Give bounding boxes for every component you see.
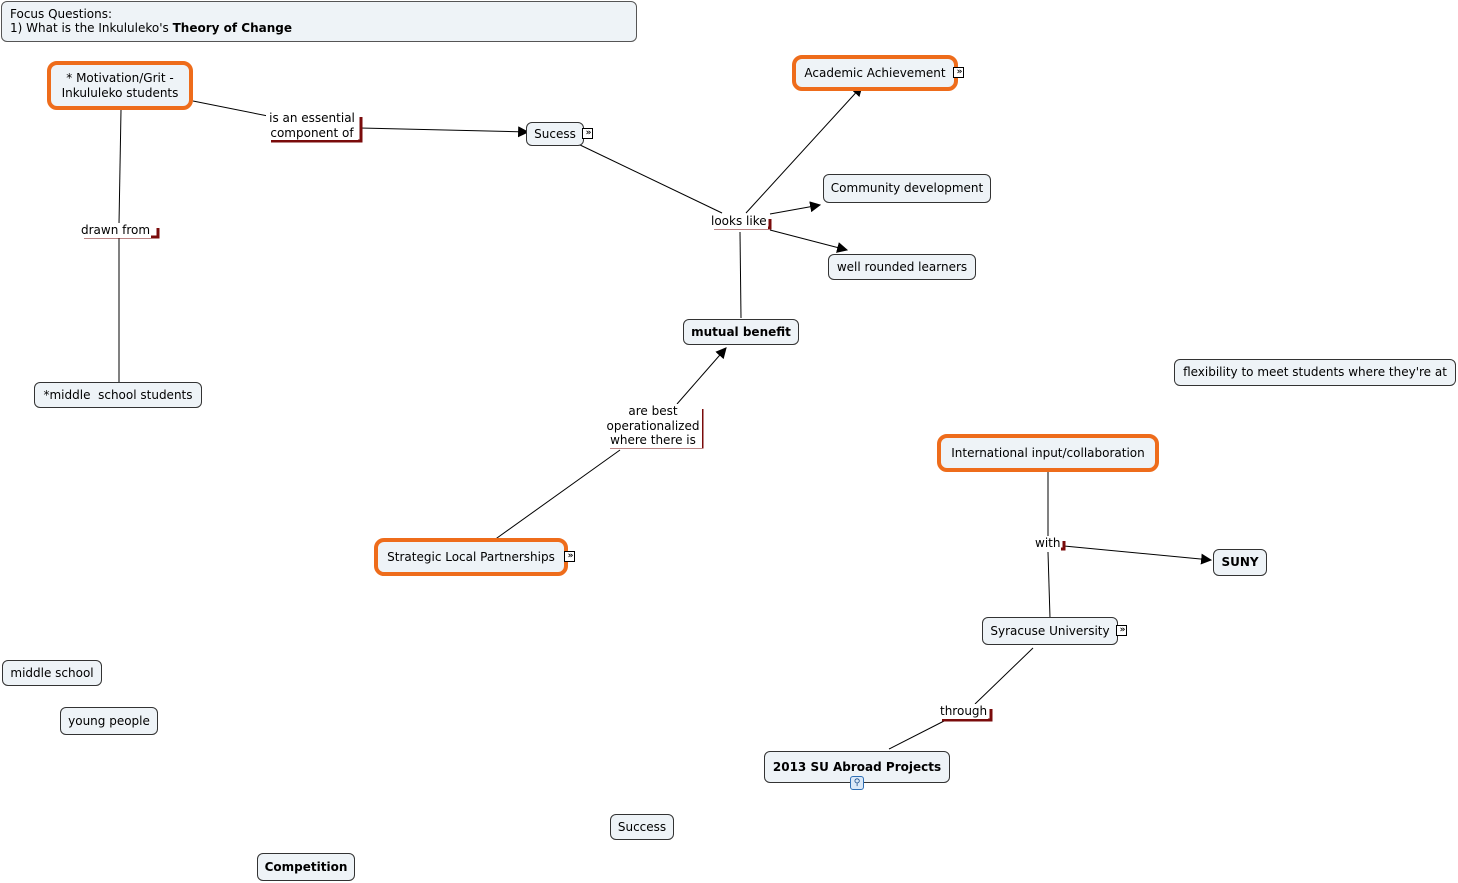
connector-through-suabroad xyxy=(888,719,947,750)
concept-sucess[interactable]: Sucess xyxy=(526,122,584,146)
concept-motivation-grit[interactable]: * Motivation/Grit - Inkululeko students xyxy=(47,61,193,110)
concept-international-collaboration[interactable]: International input/collaboration xyxy=(937,434,1159,472)
connector-operationalized-mutual xyxy=(676,347,727,405)
connector-with-syracuse xyxy=(1047,551,1051,619)
concept-success[interactable]: Success xyxy=(610,814,674,840)
concept-suny[interactable]: SUNY xyxy=(1213,549,1267,576)
concept-middle-school-students[interactable]: *middle school students xyxy=(34,382,202,408)
concept-syracuse-university[interactable]: Syracuse University xyxy=(982,617,1118,645)
expand-submap-icon[interactable]: » xyxy=(953,67,964,78)
expand-submap-icon[interactable]: » xyxy=(1116,625,1127,636)
connector-with-suny xyxy=(1063,545,1213,565)
connector-syracuse-through xyxy=(974,647,1034,705)
focus-question-1: 1) What is the Inkululeko's Theory of Ch… xyxy=(10,21,292,35)
concept-mutual-benefit[interactable]: mutual benefit xyxy=(683,319,799,345)
concept-young-people[interactable]: young people xyxy=(60,707,158,735)
expand-submap-icon[interactable]: » xyxy=(564,551,575,562)
linking-phrase-drawn-from[interactable]: drawn from xyxy=(80,223,152,238)
connector-lookslike-academic xyxy=(745,85,863,214)
linking-phrase-essential-component[interactable]: is an essential component of xyxy=(266,111,358,140)
connector-motivation-drawnfrom xyxy=(118,109,122,225)
connector-essential-sucess xyxy=(359,126,530,138)
connector-sucess-lookslike xyxy=(577,143,723,214)
concept-academic-achievement[interactable]: Academic Achievement xyxy=(792,55,958,91)
focus-questions-title: Focus Questions: xyxy=(10,7,113,21)
attached-resources-icon[interactable]: ⚲ xyxy=(850,776,864,790)
linking-phrase-looks-like[interactable]: looks like xyxy=(710,214,768,229)
concept-community-development[interactable]: Community development xyxy=(823,174,991,203)
connector-strategic-operationalized xyxy=(489,449,621,544)
expand-submap-icon[interactable]: » xyxy=(582,128,593,139)
connector-lookslike-mutual xyxy=(739,231,742,319)
concept-flexibility[interactable]: flexibility to meet students where they'… xyxy=(1174,359,1456,386)
connector-lookslike-wellrounded xyxy=(769,229,849,253)
bracket-essential xyxy=(271,117,363,143)
linking-phrase-best-operationalized[interactable]: are best operationalized where there is xyxy=(604,404,702,448)
concept-strategic-local-partnerships[interactable]: Strategic Local Partnerships xyxy=(374,538,568,576)
concept-well-rounded-learners[interactable]: well rounded learners xyxy=(828,254,976,280)
concept-competition[interactable]: Competition xyxy=(257,853,355,881)
connector-motivation-essential xyxy=(192,100,269,117)
focus-questions-box: Focus Questions: 1) What is the Inkulule… xyxy=(1,1,637,42)
concept-middle-school[interactable]: middle school xyxy=(2,660,102,686)
linking-phrase-through[interactable]: through xyxy=(939,704,989,719)
linking-phrase-with[interactable]: with xyxy=(1034,536,1062,551)
bracket-through xyxy=(942,709,993,722)
connector-lookslike-community xyxy=(769,201,822,215)
